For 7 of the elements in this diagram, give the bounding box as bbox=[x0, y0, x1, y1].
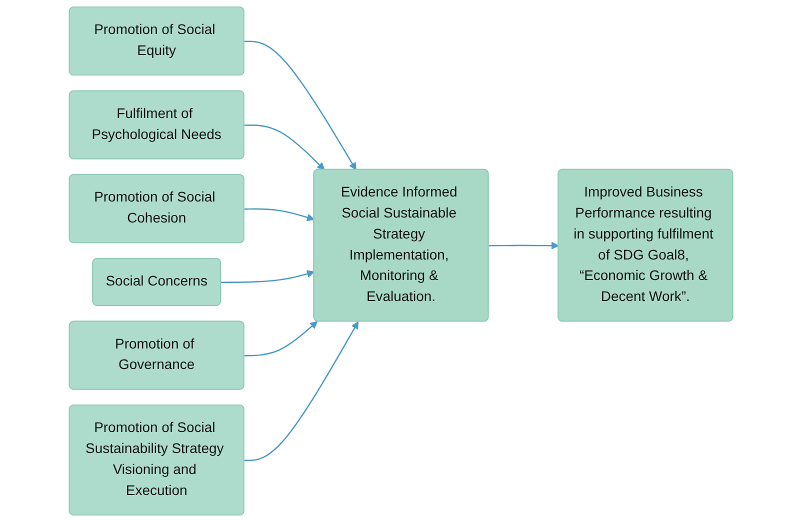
arrow bbox=[220, 270, 314, 284]
arrow bbox=[488, 242, 558, 250]
arrow bbox=[244, 40, 356, 170]
arrow bbox=[244, 124, 324, 170]
arrow bbox=[244, 321, 318, 356]
arrow bbox=[244, 321, 358, 462]
arrow bbox=[244, 208, 314, 222]
